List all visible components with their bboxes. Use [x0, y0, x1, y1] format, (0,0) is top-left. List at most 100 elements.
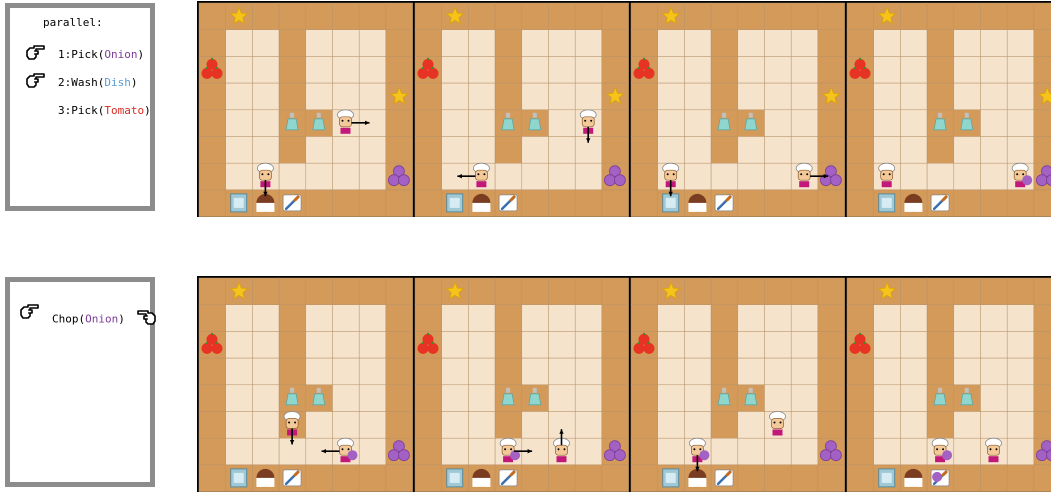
counter-tile [386, 3, 413, 30]
counter-tile [847, 358, 874, 385]
counter-tile [549, 278, 576, 305]
pointing-hand-icon [24, 70, 46, 92]
counter-tile [495, 278, 522, 305]
floor-tile [658, 110, 685, 137]
counter-tile [711, 278, 738, 305]
floor-tile [549, 358, 576, 385]
counter-tile [738, 278, 765, 305]
floor-tile [874, 331, 901, 358]
floor-tile [900, 83, 927, 110]
floor-tile [252, 137, 279, 164]
counter-tile [1034, 358, 1051, 385]
counter-tile [818, 56, 845, 83]
floor-tile [874, 385, 901, 412]
floor-tile [765, 110, 792, 137]
floor-tile [252, 358, 279, 385]
counter-tile [711, 305, 738, 332]
game-frame [413, 1, 629, 217]
counter-tile [711, 412, 738, 439]
plan-step-action: Pick [71, 104, 98, 117]
floor-tile [658, 438, 685, 465]
counter-tile [818, 137, 845, 164]
floor-tile [522, 305, 549, 332]
floor-tile [765, 358, 792, 385]
sink-icon [663, 194, 679, 212]
plan-step-2: 2:Wash(Dish) [58, 76, 138, 89]
floor-tile [468, 331, 495, 358]
counter-tile [1007, 3, 1034, 30]
floor-tile [359, 331, 386, 358]
counter-tile [711, 358, 738, 385]
pot-icon [256, 469, 274, 487]
floor-tile [575, 30, 602, 57]
counter-tile [631, 465, 658, 492]
counter-tile [981, 3, 1008, 30]
floor-tile [442, 137, 469, 164]
counter-tile [1034, 3, 1051, 30]
pot-icon [688, 194, 706, 212]
counter-tile [818, 412, 845, 439]
floor-tile [1007, 438, 1034, 465]
cutting-board-icon [715, 470, 733, 486]
counter-tile [575, 278, 602, 305]
counter-tile [252, 278, 279, 305]
counter-tile [495, 412, 522, 439]
kitchen-grid [845, 1, 1051, 217]
counter-tile [631, 3, 658, 30]
counter-tile [818, 385, 845, 412]
counter-tile [981, 465, 1008, 492]
counter-tile [386, 190, 413, 217]
counter-tile [631, 137, 658, 164]
floor-tile [874, 358, 901, 385]
floor-tile [658, 305, 685, 332]
counter-tile [306, 3, 333, 30]
floor-tile [684, 30, 711, 57]
tomato-icon [860, 68, 871, 79]
pot-icon [472, 469, 490, 487]
plan-step-action: Pick [71, 48, 98, 61]
counter-tile [415, 137, 442, 164]
counter-tile [847, 305, 874, 332]
floor-tile [981, 56, 1008, 83]
counter-tile [549, 3, 576, 30]
counter-tile [1034, 30, 1051, 57]
floor-tile [522, 83, 549, 110]
counter-tile [415, 30, 442, 57]
sink-icon [663, 469, 679, 487]
onion-icon [388, 175, 399, 186]
floor-tile [226, 305, 253, 332]
counter-tile [359, 3, 386, 30]
counter-tile [199, 110, 226, 137]
floor-tile [549, 331, 576, 358]
counter-tile [522, 465, 549, 492]
plan-step-action: Wash [71, 76, 98, 89]
counter-tile [602, 465, 629, 492]
floor-tile [442, 305, 469, 332]
floor-tile [468, 30, 495, 57]
sink-icon [447, 194, 463, 212]
counter-tile [818, 331, 845, 358]
floor-tile [252, 30, 279, 57]
counter-tile [631, 278, 658, 305]
floor-tile [765, 385, 792, 412]
counter-tile [631, 385, 658, 412]
floor-tile [575, 358, 602, 385]
floor-tile [981, 385, 1008, 412]
counter-tile [522, 190, 549, 217]
floor-tile [575, 163, 602, 190]
counter-tile [333, 190, 360, 217]
counter-tile [415, 305, 442, 332]
counter-tile [954, 190, 981, 217]
floor-tile [575, 438, 602, 465]
counter-tile [333, 3, 360, 30]
floor-tile [658, 412, 685, 439]
floor-tile [252, 110, 279, 137]
counter-tile [415, 358, 442, 385]
floor-tile [333, 412, 360, 439]
counter-tile [415, 83, 442, 110]
pointing-hand-icon [18, 301, 40, 323]
floor-tile [522, 56, 549, 83]
floor-tile [658, 137, 685, 164]
counter-tile [847, 83, 874, 110]
floor-tile [927, 163, 954, 190]
